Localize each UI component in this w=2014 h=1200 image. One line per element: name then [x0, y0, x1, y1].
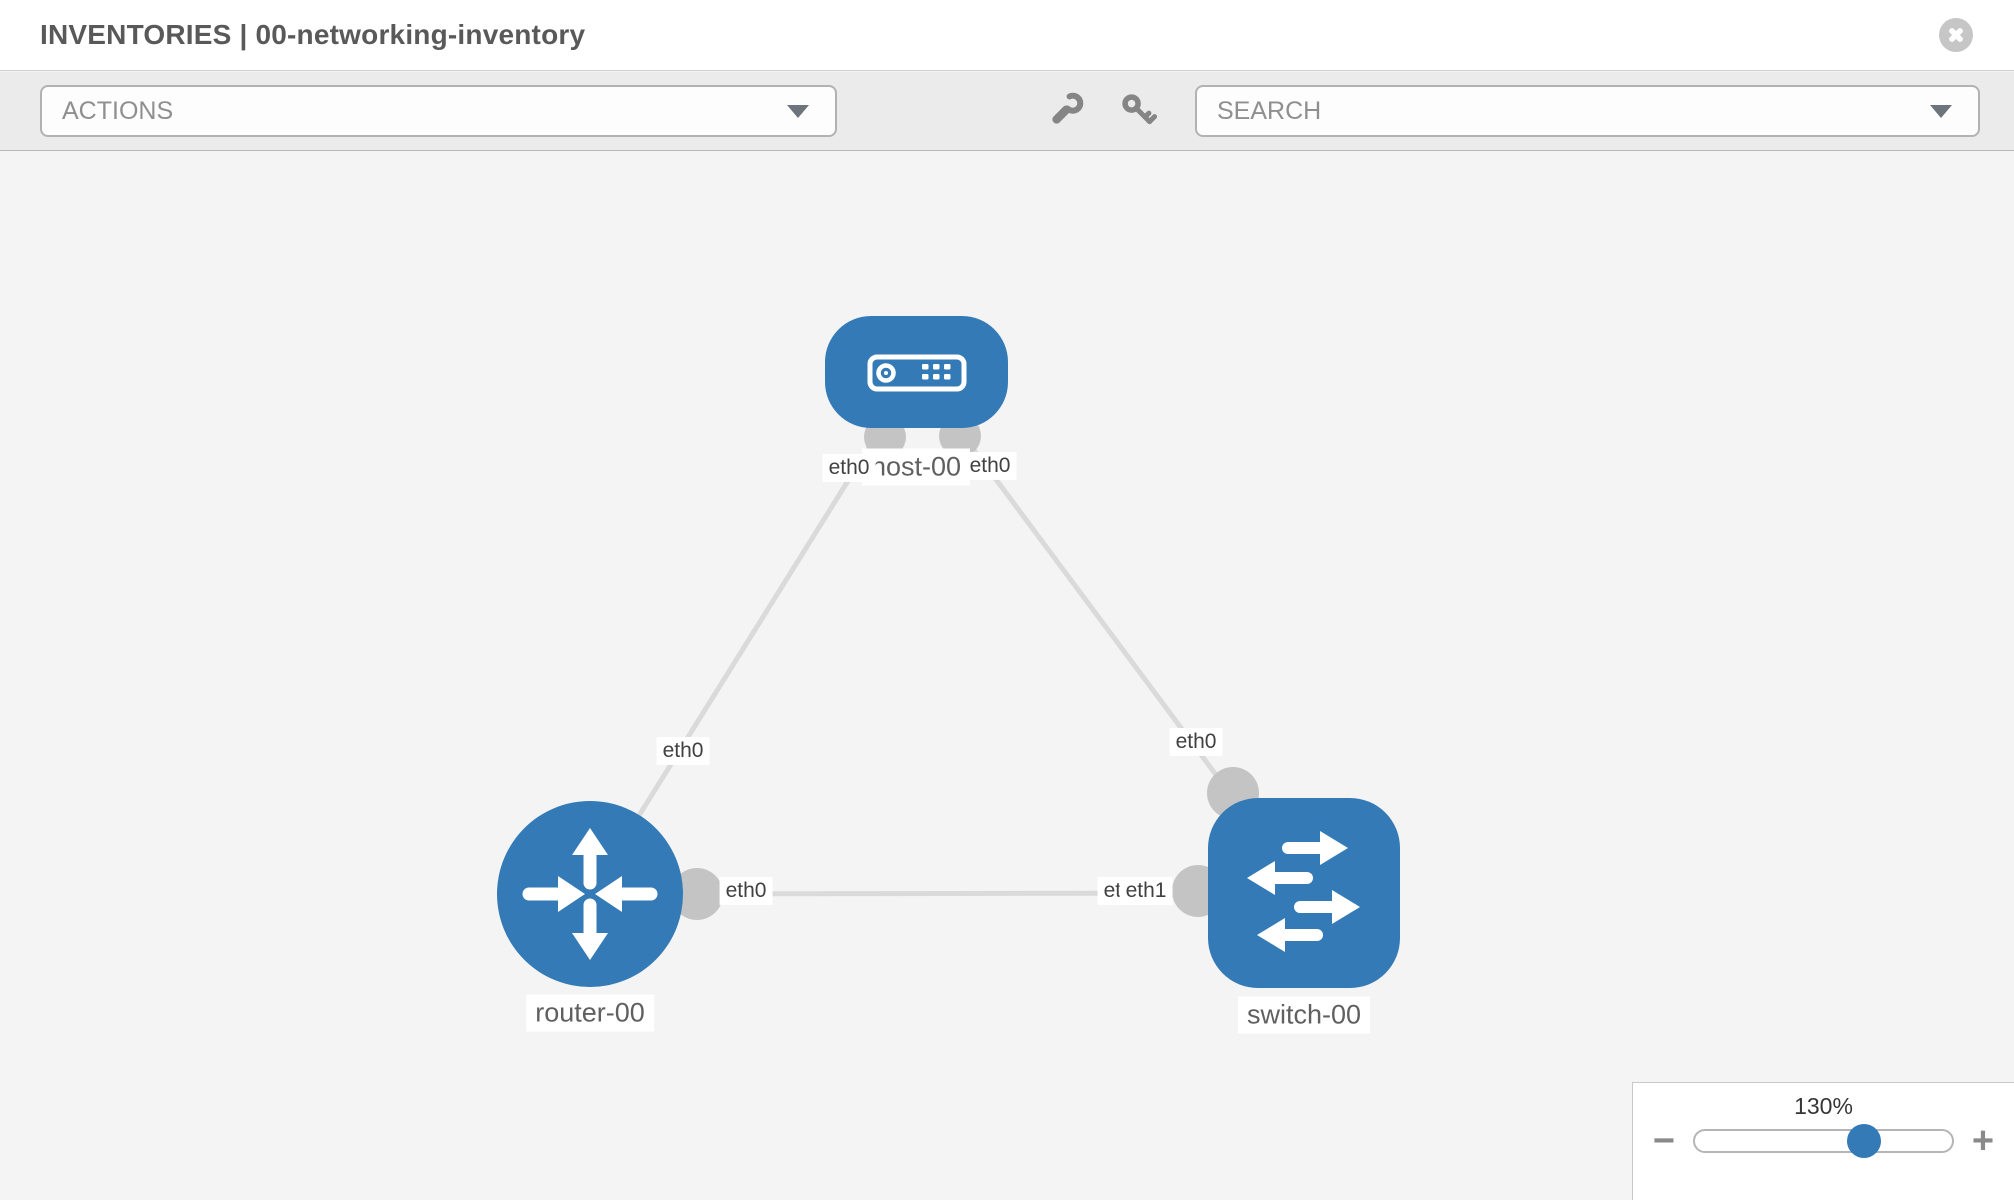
- zoom-panel: 130% − +: [1632, 1082, 2014, 1200]
- switch-icon: [1247, 831, 1360, 952]
- search-dropdown-label: SEARCH: [1217, 96, 1322, 125]
- toolbar: ACTIONS SEARCH: [0, 72, 2014, 151]
- zoom-slider-track[interactable]: [1693, 1124, 1954, 1158]
- interface-label: eth0: [719, 876, 773, 906]
- node-switch-00[interactable]: [1208, 798, 1400, 988]
- topology-canvas[interactable]: host-00 router-00 switch-00 eth0 eth0 et…: [0, 152, 2014, 1200]
- node-router-00[interactable]: [497, 801, 683, 987]
- zoom-out-button[interactable]: −: [1652, 1120, 1676, 1162]
- header-bar: INVENTORIES | 00-networking-inventory: [0, 0, 2014, 71]
- toolbar-tools: [1045, 91, 1159, 131]
- actions-dropdown[interactable]: ACTIONS: [40, 85, 837, 137]
- zoom-level: 130%: [1794, 1093, 1853, 1119]
- zoom-in-button[interactable]: +: [1971, 1120, 1995, 1162]
- interface-circle[interactable]: [671, 868, 723, 920]
- interface-label: eth0: [822, 453, 876, 483]
- interface-label: eth0: [656, 736, 710, 766]
- close-button[interactable]: [1938, 17, 1974, 53]
- search-dropdown[interactable]: SEARCH: [1195, 85, 1980, 137]
- page-title: INVENTORIES | 00-networking-inventory: [40, 19, 586, 50]
- zoom-slider-handle[interactable]: [1847, 1124, 1881, 1158]
- actions-dropdown-label: ACTIONS: [62, 96, 174, 125]
- close-icon: [1939, 18, 1973, 52]
- key-icon[interactable]: [1119, 91, 1159, 131]
- interface-bubbles: [671, 415, 1259, 920]
- node-label-host: host-00: [861, 448, 971, 486]
- node-label-switch: switch-00: [1237, 996, 1371, 1034]
- node-label-router: router-00: [526, 994, 654, 1032]
- node-host-00[interactable]: [825, 316, 1008, 428]
- chevron-down-icon: [787, 105, 809, 118]
- router-icon: [522, 828, 658, 960]
- chevron-down-icon: [1930, 105, 1952, 118]
- host-icon: [867, 354, 967, 392]
- interface-label: eth0: [963, 451, 1017, 481]
- interface-label: eth0: [1169, 727, 1223, 757]
- wrench-icon[interactable]: [1045, 91, 1085, 131]
- interface-label: eth1: [1119, 876, 1173, 906]
